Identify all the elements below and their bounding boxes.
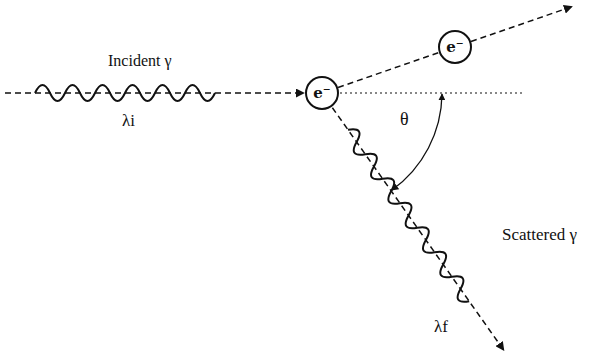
scattered-wave [341,125,475,306]
annotation-label: Incident γ [106,52,174,70]
scattered-path [332,108,503,351]
annotation-label: λf [432,318,450,337]
annotation-label: λi [120,112,137,131]
reference-line [340,92,525,93]
particle-symbol: e⁻ [446,40,463,55]
electron-path [338,53,439,88]
incident-wave [35,85,215,101]
recoil-arrow [471,7,572,42]
electron-circle: e⁻ [305,76,339,110]
angle-arc [392,94,442,190]
electron-circle: e⁻ [438,30,472,64]
scattered-photon [326,103,510,355]
annotation-label: Scattered γ [500,226,579,245]
annotation-label: θ [398,110,411,130]
particle-symbol: e⁻ [313,86,330,101]
